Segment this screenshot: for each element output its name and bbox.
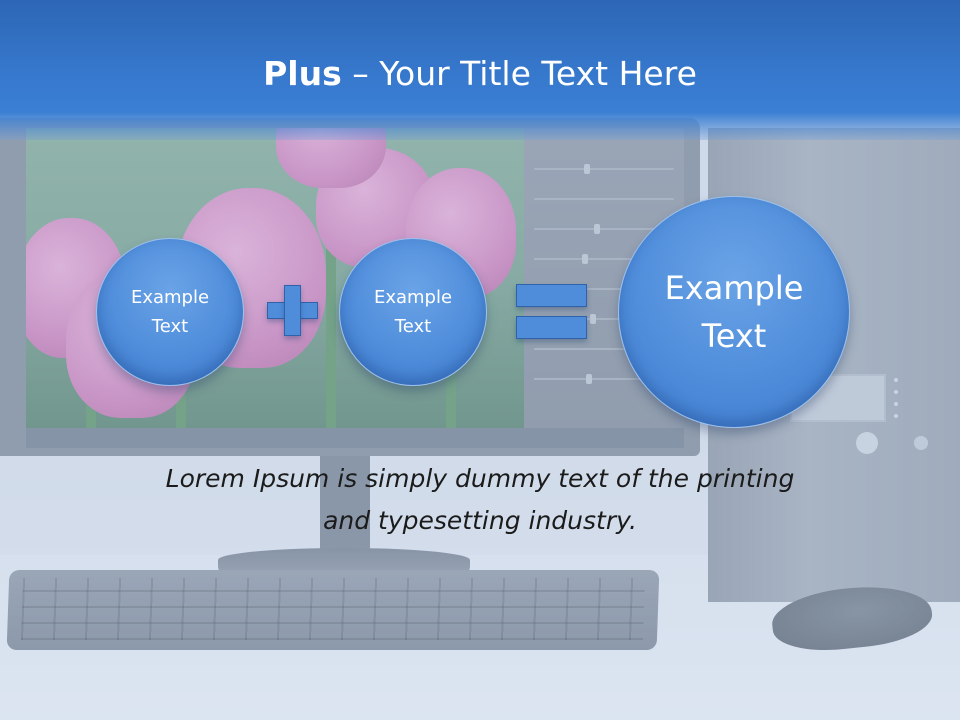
circle-result-label: Example Text — [664, 269, 804, 355]
plus-icon — [267, 285, 319, 337]
title-bold: Plus — [263, 54, 342, 93]
slide-title: Plus – Your Title Text Here — [0, 54, 960, 94]
screen-taskbar — [26, 428, 684, 448]
title-band — [0, 0, 960, 140]
circle-middle: Example Text — [339, 238, 487, 386]
circle-left: Example Text — [96, 238, 244, 386]
circle-middle-label: Example Text — [373, 287, 453, 337]
circle-result: Example Text — [618, 196, 850, 428]
title-rest: – Your Title Text Here — [341, 54, 697, 93]
body-text: Lorem Ipsum is simply dummy text of the … — [165, 464, 795, 535]
equals-icon — [516, 284, 588, 340]
power-button-icon — [856, 432, 878, 454]
monitor-neck — [320, 456, 370, 566]
circle-left-label: Example Text — [130, 287, 210, 337]
reset-button-icon — [914, 436, 928, 450]
